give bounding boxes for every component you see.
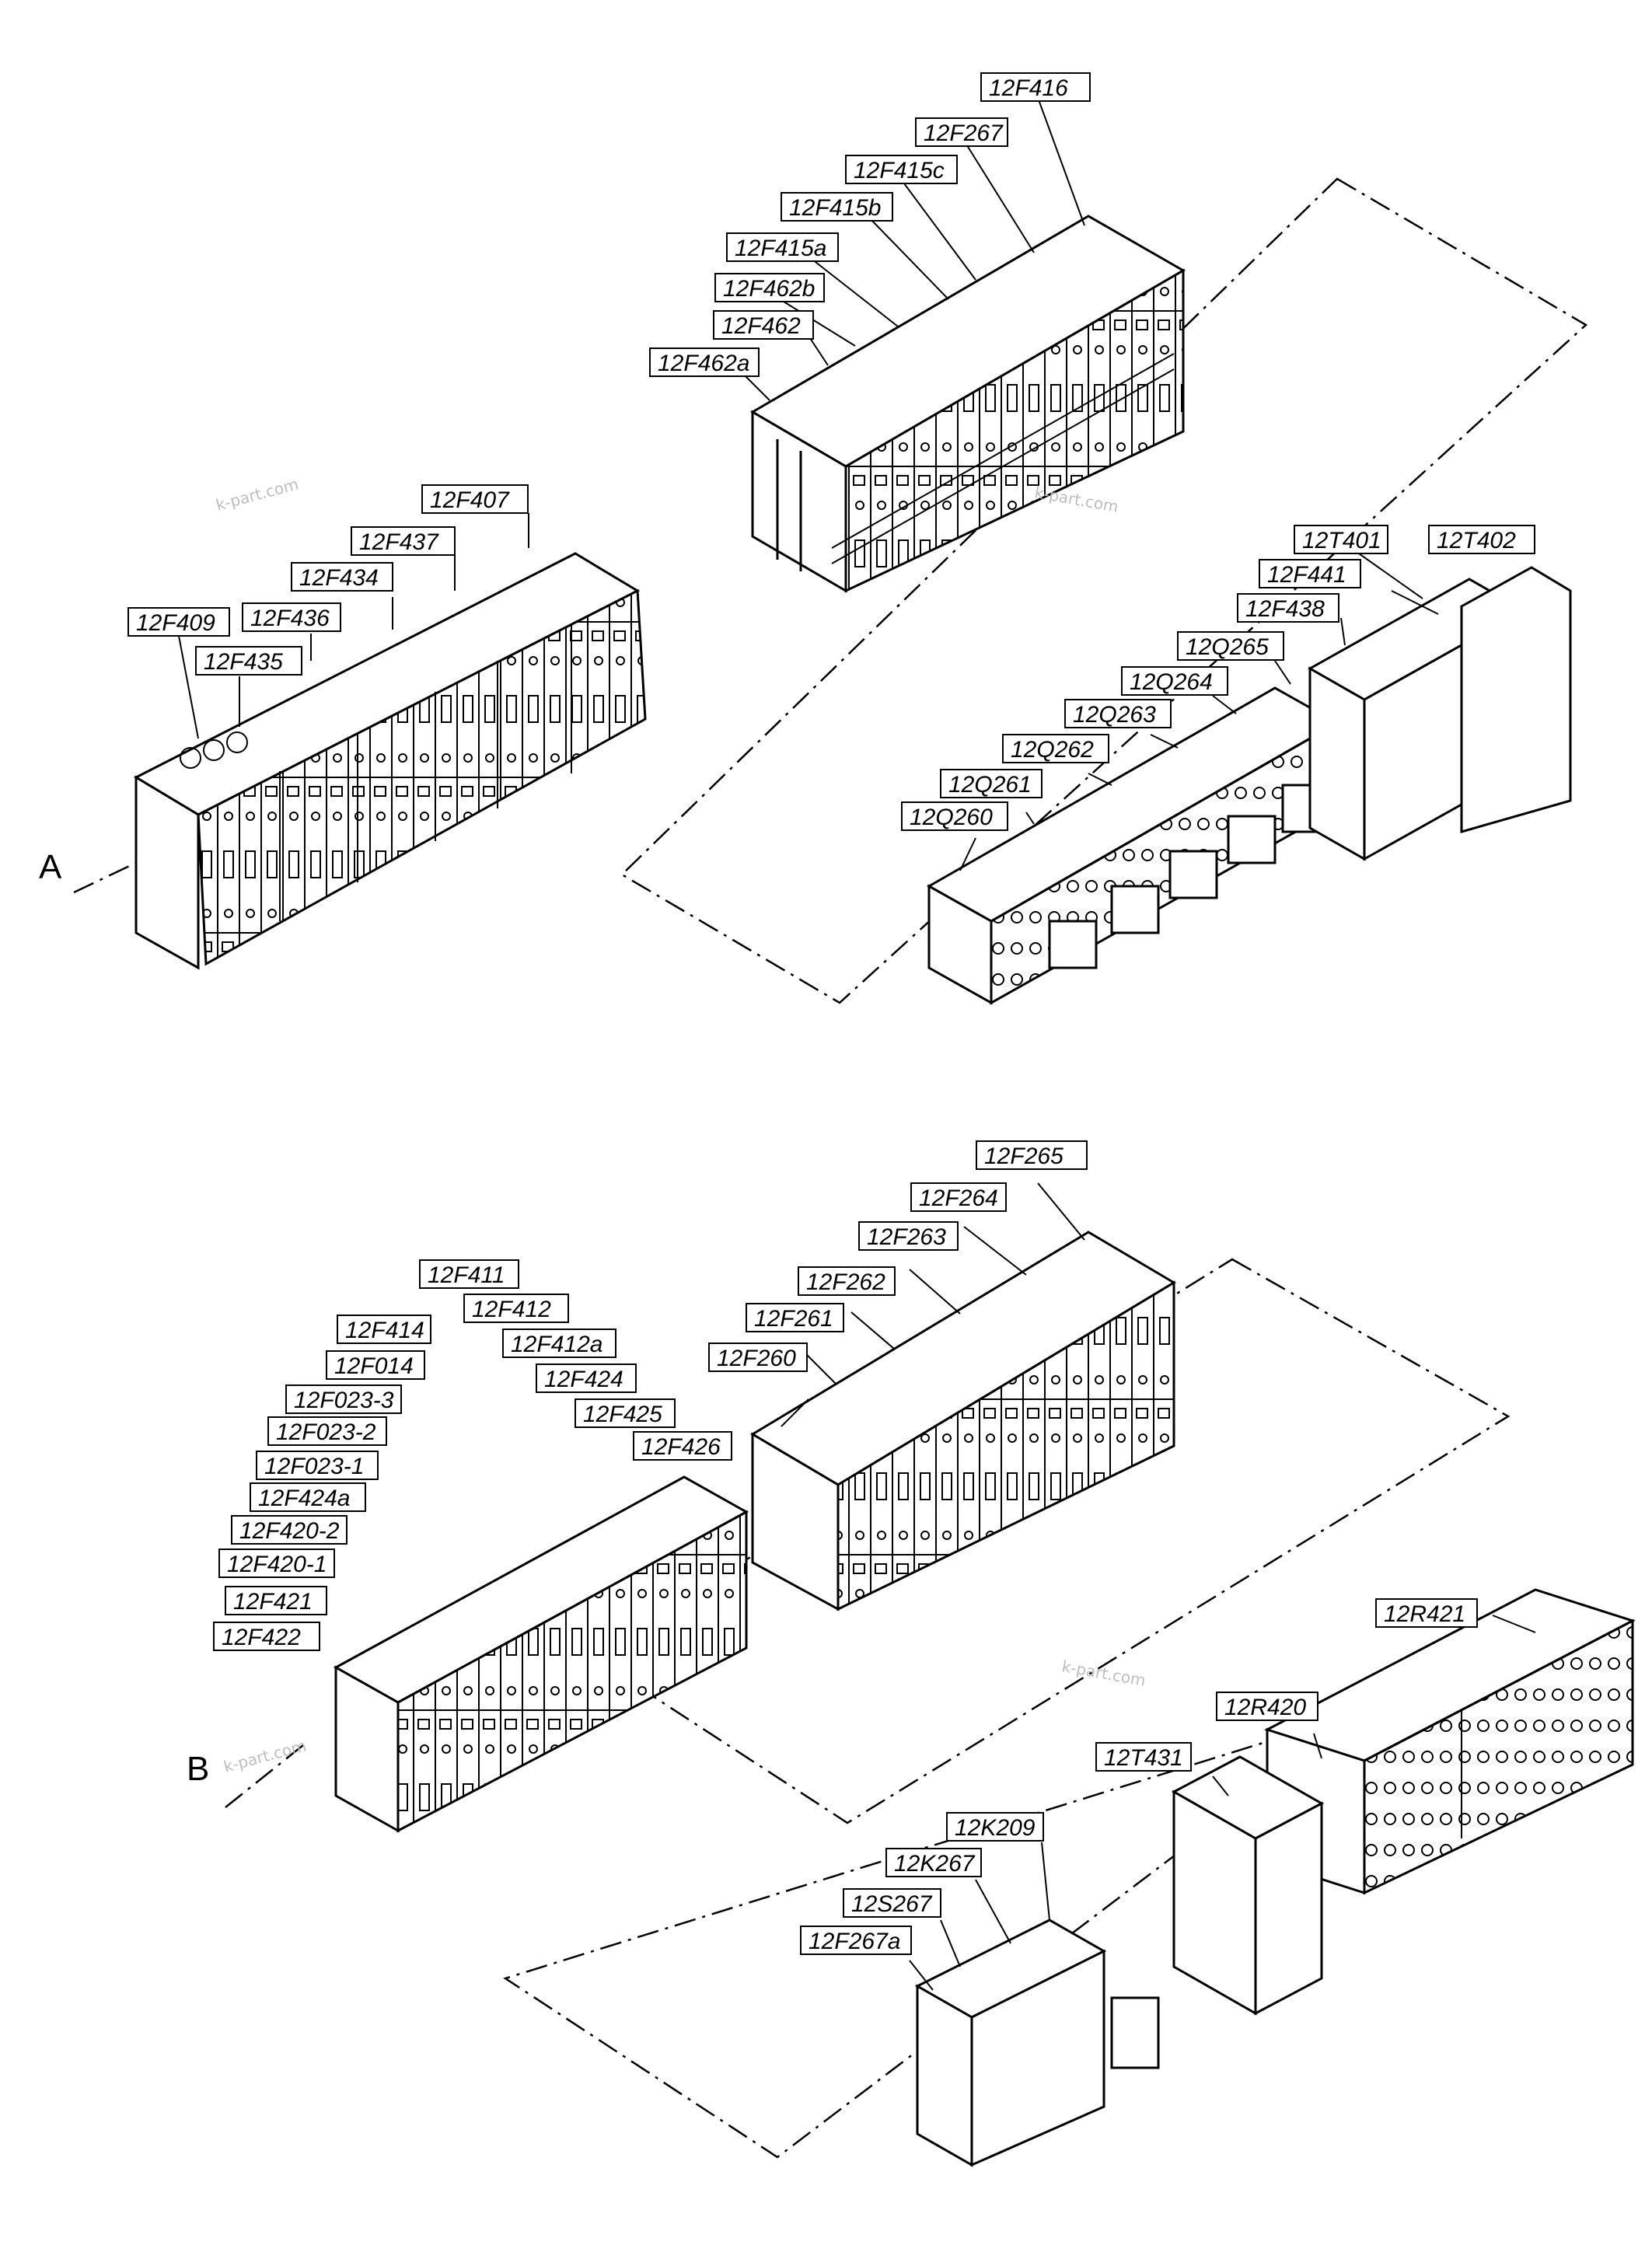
tag-12q262: 12Q262 xyxy=(1011,737,1094,763)
contactor-rail-a xyxy=(926,686,1340,1005)
breaker-rail-b-left xyxy=(333,1475,749,1833)
tag-12f462a: 12F462a xyxy=(658,351,749,376)
tag-12f023-3: 12F023-3 xyxy=(294,1388,394,1413)
tag-12f411: 12F411 xyxy=(428,1262,505,1288)
tag-12f414: 12F414 xyxy=(345,1318,424,1343)
tag-12f265: 12F265 xyxy=(984,1143,1063,1169)
tag-12f261: 12F261 xyxy=(754,1306,833,1332)
tag-12f437: 12F437 xyxy=(359,529,439,555)
tag-12f421: 12F421 xyxy=(233,1589,313,1615)
tag-12f264: 12F264 xyxy=(919,1185,998,1211)
axis-line-a xyxy=(73,861,137,894)
tag-12q261: 12Q261 xyxy=(948,772,1032,798)
tag-12f407: 12F407 xyxy=(430,487,510,513)
tag-12f260: 12F260 xyxy=(717,1346,796,1371)
tag-12q265: 12Q265 xyxy=(1186,634,1269,660)
axis-line-b xyxy=(225,1744,304,1808)
tag-12f263: 12F263 xyxy=(867,1224,946,1250)
breaker-rail-a-left xyxy=(133,552,647,970)
tag-12f262: 12F262 xyxy=(806,1269,885,1295)
tag-12t431: 12T431 xyxy=(1104,1745,1183,1771)
tag-12t401: 12T401 xyxy=(1302,528,1381,553)
tag-12f434: 12F434 xyxy=(299,565,379,591)
tag-12f420-1: 12F420-1 xyxy=(227,1552,327,1577)
tag-12f415c: 12F415c xyxy=(854,158,945,183)
tag-12f424a: 12F424a xyxy=(258,1486,350,1511)
tag-12k267: 12K267 xyxy=(894,1851,976,1877)
tag-12f412: 12F412 xyxy=(472,1297,551,1322)
tag-12r421: 12R421 xyxy=(1384,1601,1465,1627)
watermark-2: k-part.com xyxy=(1033,483,1119,516)
tag-12f023-1: 12F023-1 xyxy=(264,1454,364,1479)
breaker-rail-a-top xyxy=(750,215,1186,593)
tag-12f415b: 12F415b xyxy=(789,195,881,221)
tag-12s267: 12S267 xyxy=(851,1891,933,1917)
tag-12f462: 12F462 xyxy=(721,313,801,339)
tag-12r420: 12R420 xyxy=(1224,1695,1306,1720)
tag-12f267: 12F267 xyxy=(924,120,1004,146)
tag-12k209: 12K209 xyxy=(955,1815,1036,1841)
tag-12f420-2: 12F420-2 xyxy=(239,1518,340,1544)
tag-12f023-2: 12F023-2 xyxy=(276,1419,376,1445)
tag-12t402: 12T402 xyxy=(1437,528,1516,553)
tag-12f436: 12F436 xyxy=(250,606,330,631)
tag-12f438: 12F438 xyxy=(1245,596,1325,622)
contactor-block-b xyxy=(914,1919,1160,2167)
tag-12f409: 12F409 xyxy=(136,610,215,636)
tag-12f435: 12F435 xyxy=(204,649,283,675)
tag-12f412a: 12F412a xyxy=(511,1332,602,1357)
tag-12q264: 12Q264 xyxy=(1130,669,1213,695)
section-label-b: B xyxy=(187,1750,209,1788)
section-label-a: A xyxy=(39,848,62,886)
tag-12f462b: 12F462b xyxy=(723,276,815,302)
breaker-rail-b-top xyxy=(750,1231,1176,1611)
tag-12f425: 12F425 xyxy=(583,1402,662,1427)
transformer-block-b xyxy=(1171,1755,1325,2016)
tag-12f426: 12F426 xyxy=(641,1434,721,1460)
tag-12f415a: 12F415a xyxy=(735,236,826,261)
watermark-1: k-part.com xyxy=(214,474,300,514)
mounting-plate-a xyxy=(620,177,1588,1004)
tag-12q263: 12Q263 xyxy=(1073,702,1156,728)
tag-12f014: 12F014 xyxy=(334,1353,414,1379)
transformer-block-a xyxy=(1307,566,1572,861)
tag-12q260: 12Q260 xyxy=(910,805,993,830)
tag-12f422: 12F422 xyxy=(222,1625,301,1650)
label-tags: 12F416 12F267 12F415c 12F415b 12F415a 12… xyxy=(127,72,1535,1955)
leader-lines xyxy=(178,86,1536,1991)
tag-12f424: 12F424 xyxy=(544,1367,623,1392)
watermark-4: k-part.com xyxy=(222,1736,308,1775)
tag-12f416: 12F416 xyxy=(989,75,1068,101)
tag-12f441: 12F441 xyxy=(1267,562,1346,588)
tag-12f267a: 12F267a xyxy=(809,1929,900,1954)
